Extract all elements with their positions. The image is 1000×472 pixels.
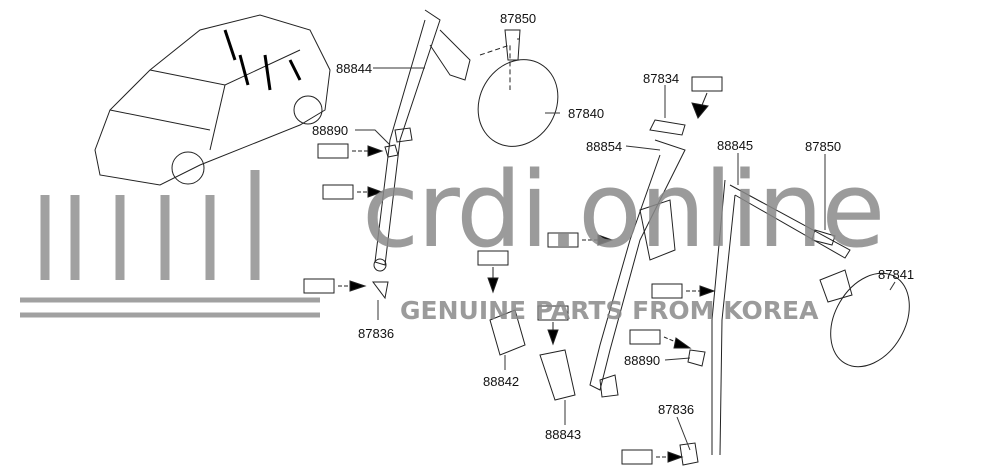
part-label-88843[interactable]: 88843	[545, 427, 582, 442]
leader-lines	[355, 38, 896, 451]
part-label-87836-right[interactable]: 87836	[658, 402, 695, 417]
watermark-logo	[20, 170, 320, 318]
watermark-title: crdi.online	[362, 149, 885, 271]
watermark-subtitle: GENUINE PARTS FROM KOREA	[400, 296, 819, 325]
rear-center-belt	[489, 119, 686, 401]
part-label-88854[interactable]: 88854	[586, 139, 623, 154]
part-label-87850[interactable]: 87850	[500, 11, 537, 26]
part-label-87840[interactable]: 87840	[568, 106, 605, 121]
part-label-88890[interactable]: 88890	[312, 123, 349, 138]
part-label-87841[interactable]: 87841	[878, 267, 915, 282]
part-label-88845[interactable]: 88845	[717, 138, 754, 153]
part-label-87850-right[interactable]: 87850	[805, 139, 842, 154]
part-label-87834[interactable]: 87834	[643, 71, 680, 86]
part-label-87836[interactable]: 87836	[358, 326, 395, 341]
reference-boxes	[303, 76, 723, 465]
front-seat-belt	[372, 9, 559, 300]
part-label-88842[interactable]: 88842	[483, 374, 520, 389]
part-label-88890-right[interactable]: 88890	[624, 353, 661, 368]
car-illustration	[94, 14, 331, 186]
part-label-88844[interactable]: 88844	[336, 61, 373, 76]
